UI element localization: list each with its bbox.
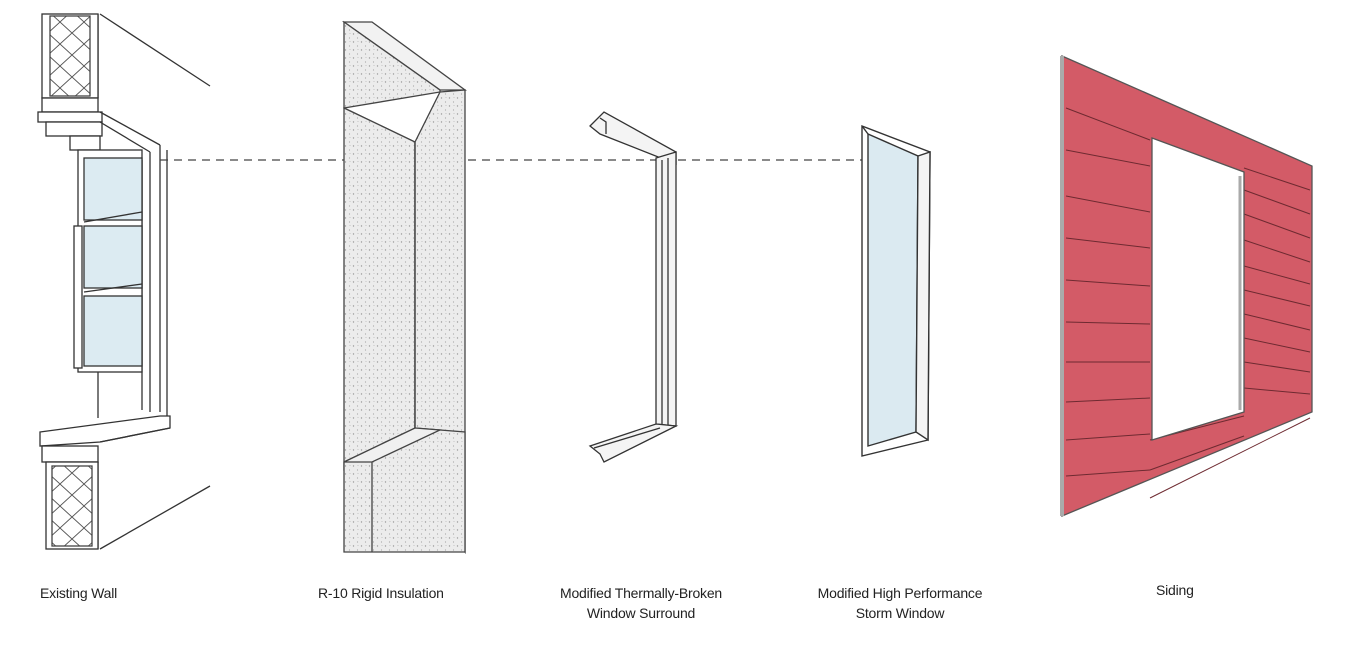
existing-wall-section	[37, 13, 211, 550]
label-existing-wall-line1: Existing Wall	[40, 585, 118, 601]
label-window-surround-line1: Modified Thermally-Broken	[559, 585, 723, 601]
label-siding: Siding	[1156, 580, 1194, 600]
label-rigid-insulation: R-10 Rigid Insulation	[318, 583, 444, 603]
rigid-insulation-board	[341, 20, 467, 555]
label-siding-line1: Siding	[1156, 582, 1194, 598]
label-rigid-insulation-line1: R-10 Rigid Insulation	[318, 585, 444, 601]
siding-window-opening	[1151, 137, 1245, 441]
storm-window-unit	[861, 124, 931, 457]
window-surround-frame	[588, 111, 679, 463]
label-storm-window-line1: Modified High Performance	[817, 585, 983, 601]
siding-panel	[1060, 55, 1313, 517]
label-window-surround-line2: Window Surround	[586, 605, 696, 621]
label-window-surround: Modified Thermally-Broken Window Surroun…	[536, 583, 746, 623]
label-existing-wall: Existing Wall	[40, 583, 117, 603]
label-storm-window-line2: Storm Window	[855, 605, 945, 621]
label-storm-window: Modified High Performance Storm Window	[790, 583, 1010, 623]
